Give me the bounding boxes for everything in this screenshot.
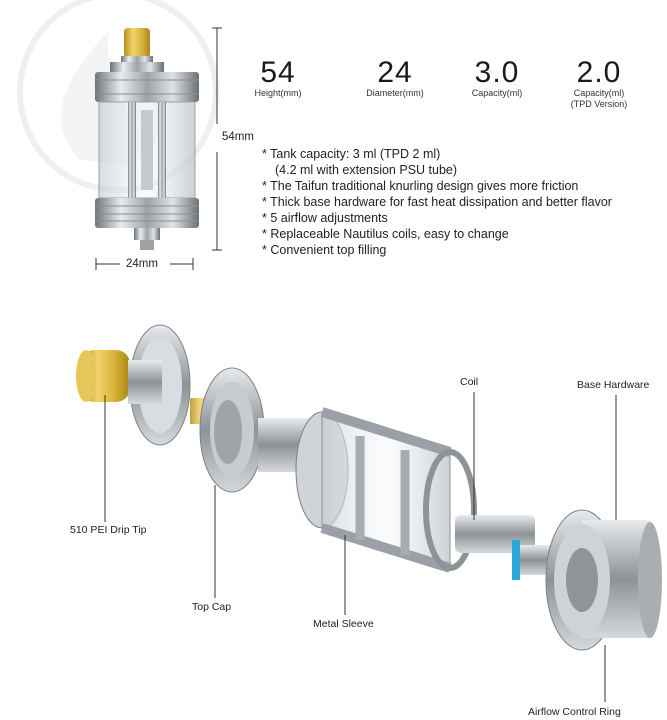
spec-height-value: 54 [260, 56, 296, 89]
spec-capacity-label: Capacity(ml) [471, 88, 523, 98]
callout-airflow-ring: Airflow Control Ring [528, 706, 621, 718]
feature-item: * Replaceable Nautilus coils, easy to ch… [262, 227, 509, 241]
feature-item: * Tank capacity: 3 ml (TPD 2 ml) [262, 147, 441, 161]
spec-diameter-value: 24 [377, 56, 413, 89]
exploded-view [76, 324, 662, 651]
spec-height-label: Height(mm) [254, 88, 302, 98]
callout-coil: Coil [460, 376, 479, 388]
spec-tpd-capacity-value: 2.0 [576, 56, 622, 89]
callout-drip-tip: 510 PEI Drip Tip [70, 524, 147, 536]
feature-item: * Thick base hardware for fast heat diss… [262, 195, 612, 209]
spec-tpd-capacity-label: Capacity(ml) [573, 88, 625, 98]
feature-item: * The Taifun traditional knurling design… [262, 179, 579, 193]
atomizer-front-view [95, 28, 199, 250]
feature-item: (4.2 ml with extension PSU tube) [275, 163, 458, 177]
width-dimension-line [95, 258, 194, 270]
feature-item: * 5 airflow adjustments [262, 211, 388, 225]
spec-capacity-value: 3.0 [474, 56, 520, 89]
width-dimension-label: 24mm [126, 258, 158, 270]
spec-tpd-version-label: (TPD Version) [570, 99, 628, 109]
feature-item: * Convenient top filling [262, 243, 387, 257]
height-dimension-label: 54mm [222, 131, 254, 143]
height-dimension-line [212, 27, 222, 251]
callout-base-hardware: Base Hardware [577, 379, 650, 391]
callout-leader-lines [104, 392, 617, 702]
callout-top-cap: Top Cap [192, 601, 232, 613]
callout-metal-sleeve: Metal Sleeve [313, 618, 374, 630]
spec-diameter-label: Diameter(mm) [366, 88, 424, 98]
